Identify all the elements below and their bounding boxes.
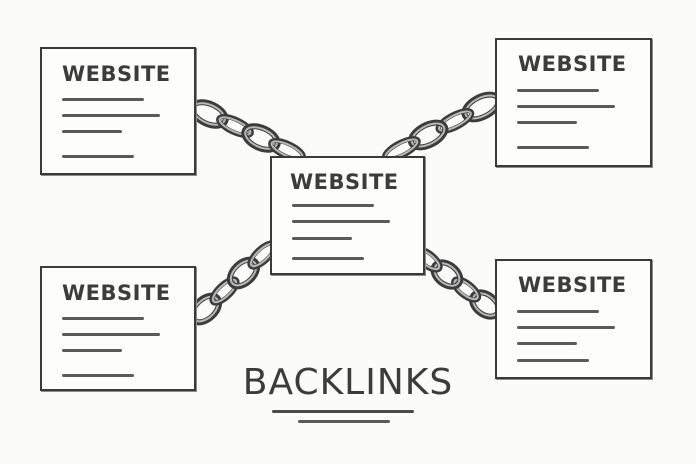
text-placeholder-line xyxy=(62,317,144,320)
text-placeholder-line xyxy=(292,220,390,223)
text-placeholder-line xyxy=(62,98,144,101)
chain-icon xyxy=(412,246,502,320)
text-placeholder-line xyxy=(62,130,122,133)
text-placeholder-line xyxy=(517,342,577,345)
text-placeholder-line xyxy=(292,237,352,240)
chain-icon xyxy=(189,99,306,163)
website-card-top-right: WEBSITE xyxy=(495,38,652,167)
website-card-top-left: WEBSITE xyxy=(40,47,196,175)
website-label: WEBSITE xyxy=(290,170,399,194)
chain-icon xyxy=(188,240,278,326)
website-label: WEBSITE xyxy=(518,52,627,76)
chain-link-shade xyxy=(410,122,446,148)
text-placeholder-line xyxy=(62,333,160,336)
text-placeholder-line xyxy=(292,257,364,260)
text-placeholder-line xyxy=(517,146,589,149)
website-label: WEBSITE xyxy=(62,62,171,86)
website-card-center: WEBSITE xyxy=(270,156,425,275)
chain-link-shade xyxy=(244,126,278,150)
text-placeholder-line xyxy=(292,204,374,207)
chain-icon xyxy=(382,91,502,162)
title-underline xyxy=(272,410,414,413)
chain-link xyxy=(451,276,482,303)
website-label: WEBSITE xyxy=(518,273,627,297)
text-placeholder-line xyxy=(517,89,599,92)
text-placeholder-line xyxy=(62,114,160,117)
title-underline xyxy=(298,420,390,423)
text-placeholder-line xyxy=(517,326,615,329)
chain-link-shade xyxy=(438,110,472,132)
chain-link xyxy=(430,259,464,290)
website-label: WEBSITE xyxy=(62,281,171,305)
text-placeholder-line xyxy=(517,121,577,124)
chain-link-shade xyxy=(211,278,238,304)
chain-link xyxy=(226,256,261,290)
website-card-bottom-left: WEBSITE xyxy=(40,266,196,391)
chain-link-shade xyxy=(218,116,252,136)
text-placeholder-line xyxy=(62,349,122,352)
chain-link-shade xyxy=(453,278,479,301)
chain-link-shade xyxy=(229,259,258,287)
text-placeholder-line xyxy=(517,310,599,313)
text-placeholder-line xyxy=(62,374,134,377)
text-placeholder-line xyxy=(517,105,615,108)
text-placeholder-line xyxy=(62,155,134,158)
diagram-title: BACKLINKS xyxy=(242,362,454,403)
chain-link-shade xyxy=(433,262,461,287)
website-card-bottom-right: WEBSITE xyxy=(495,259,652,379)
text-placeholder-line xyxy=(517,359,589,362)
